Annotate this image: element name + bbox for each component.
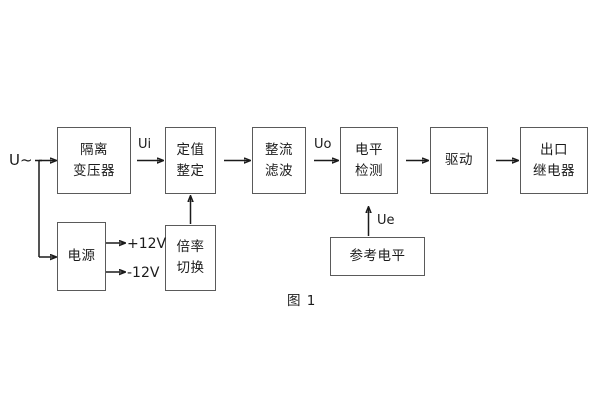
block-line: 电源 xyxy=(67,248,96,265)
block-power-supply: 电源 xyxy=(57,222,106,291)
label-signal-uo: Uo xyxy=(314,137,332,152)
block-line: 切换 xyxy=(176,260,205,276)
label-supply-negative: -12V xyxy=(127,265,160,281)
block-line: 继电器 xyxy=(533,162,575,179)
block-setting-value: 定值 整定 xyxy=(165,127,216,194)
block-output-relay: 出口 继电器 xyxy=(520,127,588,194)
block-line: 倍率 xyxy=(176,239,205,256)
block-line: 参考电平 xyxy=(349,248,406,265)
block-line: 整定 xyxy=(176,162,205,179)
block-line: 整流 xyxy=(265,141,293,158)
block-line: 出口 xyxy=(540,141,568,158)
block-isolation-transformer: 隔离 变压器 xyxy=(57,127,131,194)
label-input-voltage: U~ xyxy=(9,151,33,169)
label-signal-ue: Ue xyxy=(377,213,395,228)
block-driver: 驱动 xyxy=(430,127,488,194)
block-multiplier-switch: 倍率 切换 xyxy=(165,225,216,291)
block-level-detect: 电平 检测 xyxy=(340,127,398,194)
block-reference-level: 参考电平 xyxy=(330,237,425,276)
block-line: 驱动 xyxy=(445,152,473,169)
block-line: 电平 xyxy=(355,141,383,158)
label-signal-ui: Ui xyxy=(138,137,152,152)
figure-caption: 图 1 xyxy=(287,293,317,309)
block-line: 隔离 xyxy=(80,141,108,158)
block-line: 定值 xyxy=(176,141,205,158)
block-line: 滤波 xyxy=(265,162,293,179)
label-supply-positive: +12V xyxy=(127,236,167,252)
block-line: 检测 xyxy=(355,162,383,179)
block-rectify-filter: 整流 滤波 xyxy=(252,127,306,194)
block-line: 变压器 xyxy=(73,162,115,179)
